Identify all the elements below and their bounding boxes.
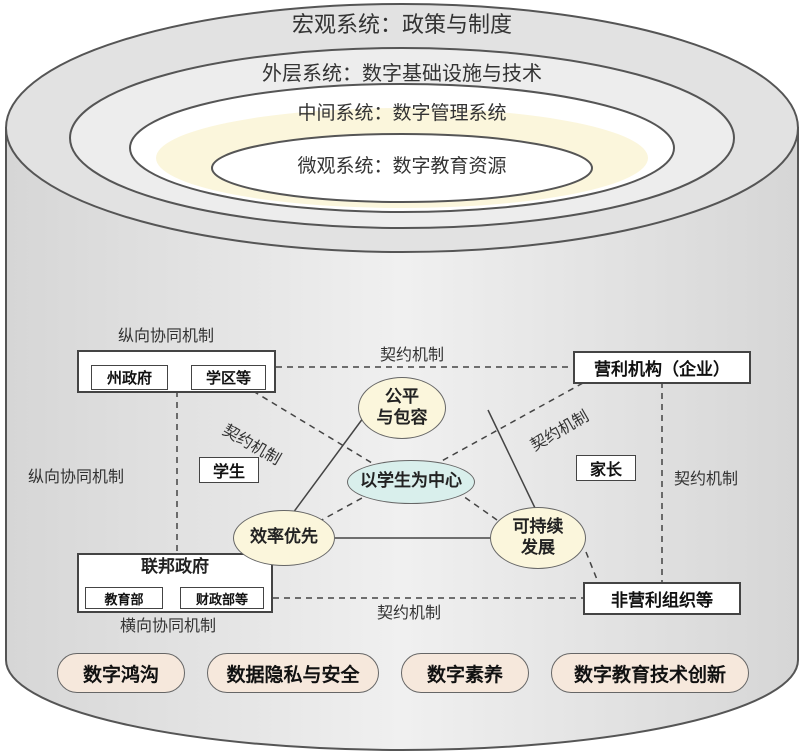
challenge-digital-literacy: 数字素养 — [401, 653, 529, 693]
triangle-left-edge — [289, 405, 373, 518]
challenge-edtech-innovation: 数字教育技术创新 — [551, 653, 749, 693]
exo-system-label: 外层系统：数字基础设施与技术 — [262, 61, 542, 85]
contract-diag-left — [252, 390, 373, 464]
sustainability-circle: 可持续 发展 — [490, 507, 586, 569]
efficiency-circle: 效率优先 — [233, 510, 335, 566]
sustain-center-link — [462, 495, 498, 521]
micro-system-label: 微观系统：数字教育资源 — [297, 155, 507, 177]
challenge-digital-divide: 数字鸿沟 — [57, 653, 185, 693]
vertical-mechanism-label-top: 纵向协同机制 — [118, 326, 215, 345]
efficiency-center-link — [317, 497, 363, 523]
contract-label-right: 契约机制 — [674, 469, 739, 488]
fairness-line1: 公平 — [385, 386, 419, 407]
efficiency-label: 效率优先 — [250, 527, 318, 548]
school-district-box: 学区等 — [191, 365, 266, 390]
state-government-box: 州政府 — [91, 365, 168, 390]
fairness-circle: 公平 与包容 — [358, 377, 446, 439]
parents-box: 家长 — [576, 455, 636, 481]
contract-label-top: 契约机制 — [380, 345, 445, 364]
meso-system-label: 中间系统：数字管理系统 — [297, 102, 507, 124]
treasury-department-box: 财政部等 — [180, 587, 264, 609]
challenge-data-privacy: 数据隐私与安全 — [207, 653, 379, 693]
student-centered-circle: 以学生为中心 — [347, 460, 475, 504]
contract-diag-right — [437, 382, 584, 464]
federal-government-label: 联邦政府 — [141, 557, 209, 577]
students-box: 学生 — [199, 457, 259, 483]
micro-system-ellipse — [211, 133, 593, 203]
for-profit-box: 营利机构（企业） — [573, 351, 751, 384]
fairness-line2: 与包容 — [376, 408, 428, 428]
triangle-right-edge — [487, 409, 536, 509]
student-centered-label: 以学生为中心 — [360, 471, 462, 492]
sustainability-line2: 发展 — [521, 538, 555, 558]
macro-system-label: 宏观系统：政策与制度 — [291, 13, 512, 38]
non-profit-box: 非营利组织等 — [583, 582, 741, 615]
sustain-nonprofit-link — [585, 551, 599, 583]
contract-label-bottom: 契约机制 — [377, 603, 442, 622]
sustainability-line1: 可持续 — [512, 516, 564, 537]
horizontal-mechanism-label: 横向协同机制 — [120, 616, 217, 635]
vertical-mechanism-label-left: 纵向协同机制 — [28, 467, 125, 486]
education-department-box: 教育部 — [85, 587, 163, 609]
